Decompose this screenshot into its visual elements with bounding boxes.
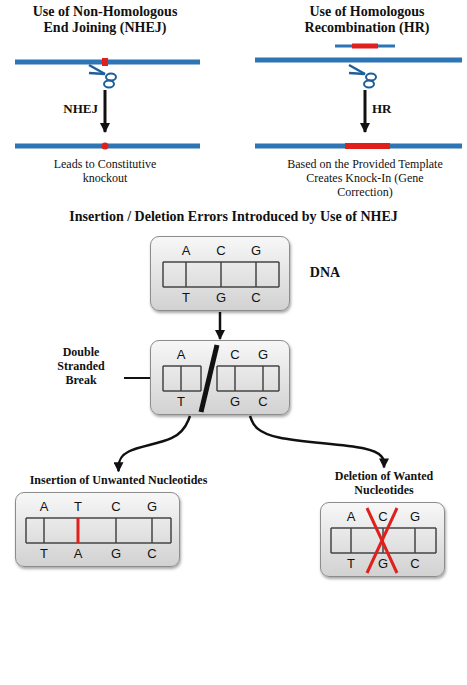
nucleotide-letter: C [230,347,239,362]
flow-arrow [119,416,191,471]
base-pair-rung [43,518,45,543]
nucleotide-letter: G [410,509,420,524]
text-label: Use of Homologous Recombination (HR) [272,4,462,36]
nucleotide-letter: C [410,556,419,571]
process-arrow [364,90,367,132]
drawing-part [349,73,365,74]
strand-end [330,528,332,553]
drawing-part [106,74,116,81]
nucleotide-letter: A [182,243,191,258]
drawing-part [366,74,376,81]
scissors-icon [89,65,116,88]
base-pair-rung [234,366,236,391]
base-pair-rung [262,366,264,391]
dna-box: A C G T G C [150,340,290,415]
inserted-base-pair [77,518,80,543]
backbone-line [217,365,279,367]
process-arrow [104,90,107,132]
nucleotide-letter: G [111,546,121,561]
backbone-line [217,390,279,392]
drawing-part [364,81,374,88]
nucleotide-letter: G [216,290,226,305]
base-pair-rung [255,262,257,287]
nucleotide-letter: C [111,499,120,514]
template-strand [335,45,395,48]
cut-site [102,58,108,66]
nucleotide-letter: G [251,243,261,258]
scissors-icon [349,65,376,88]
section-title: Insertion / Deletion Errors Introduced b… [0,209,467,225]
nucleotide-letter: T [74,499,82,514]
nucleotide-letter: C [378,509,387,524]
drawing-part [349,65,365,74]
drawing-part [89,73,105,74]
text-label: HR [372,102,412,117]
deletion-cross [367,508,397,573]
break-line [201,345,217,412]
strand-end [162,262,164,287]
base-pair-rung [185,262,187,287]
nucleotide-letter: G [147,499,157,514]
dna-strand [255,58,462,63]
base-pair-rung [350,528,352,553]
text-label: Leads to Constitutive knockout [35,158,175,186]
strand-end [278,262,280,287]
text-label: NHEJ [48,102,98,117]
strand-end [278,366,280,391]
nucleotide-letter: A [177,347,186,362]
backbone-line [163,390,201,392]
nucleotide-letter: T [182,290,190,305]
backbone-line [26,517,171,519]
dna-box: Deletion of Wanted NucleotidesACGTGC [320,502,445,577]
flow-arrow [219,312,222,339]
dna-strand [15,144,200,149]
strand-end [162,366,164,391]
dna-box: A C G T G C [150,236,290,311]
backbone-line [163,365,201,367]
flow-arrow [250,416,384,467]
repair-mark [102,143,109,150]
text-label: Double Stranded Break [45,346,117,387]
nucleotide-letter: C [251,290,260,305]
strand-end [435,528,437,553]
deletion-cross [367,508,397,573]
nucleotide-letter: G [258,347,268,362]
nucleotide-letter: T [347,556,355,571]
nucleotide-letter: A [40,499,49,514]
text-label: Based on the Provided Template Creates K… [280,158,450,199]
dna-ladder [151,341,291,416]
box-heading: Insertion of Unwanted Nucleotides [11,474,226,488]
nucleotide-letter: A [74,546,83,561]
base-pair-rung [180,366,182,391]
template-insert [352,44,378,49]
base-pair-rung [151,518,153,543]
knock-in-segment [345,143,390,149]
text-label: Use of Non-Homologous End Joining (NHEJ) [20,4,190,36]
strand-end [216,366,218,391]
box-heading: Deletion of Wanted Nucleotides [304,470,464,498]
strand-end [25,518,27,543]
strand-end [170,518,172,543]
nucleotide-letter: T [177,394,185,409]
nucleotide-letter: G [378,556,388,571]
nucleotide-letter: C [147,546,156,561]
backbone-line [26,542,171,544]
base-pair-rung [220,262,222,287]
nucleotide-letter: C [216,243,225,258]
base-pair-rung [414,528,416,553]
drawing-part [89,65,105,74]
dna-strand [255,144,462,149]
text-label: DNA [300,265,350,281]
nucleotide-letter: G [230,394,240,409]
drawing-part [104,81,114,88]
nucleotide-letter: C [258,394,267,409]
nucleotide-letter: A [347,509,356,524]
dna-box: Insertion of Unwanted NucleotidesATCGTAG… [15,492,180,567]
nucleotide-letter: T [40,546,48,561]
base-pair-rung [115,518,117,543]
strand-end [200,366,202,391]
